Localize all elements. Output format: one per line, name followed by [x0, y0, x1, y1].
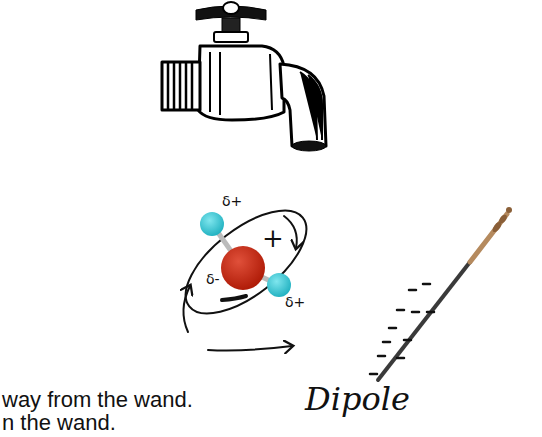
- charged-wand: [378, 207, 512, 380]
- caption-text: way from the wand.: [2, 388, 193, 412]
- negative-mark: [222, 296, 246, 300]
- water-molecule: [200, 212, 291, 297]
- handwritten-plus: +: [262, 224, 284, 253]
- dipole-outline: [169, 192, 323, 333]
- partial-charge: δ-: [206, 272, 220, 287]
- rotation-arrows: [183, 216, 296, 351]
- faucet: [162, 2, 326, 151]
- negative-charges: [370, 284, 434, 374]
- handwritten-note: Dipole: [305, 382, 410, 417]
- partial-charge: δ+: [222, 194, 242, 209]
- partial-charge: δ+: [285, 295, 305, 310]
- caption-text: n the wand.: [2, 411, 116, 435]
